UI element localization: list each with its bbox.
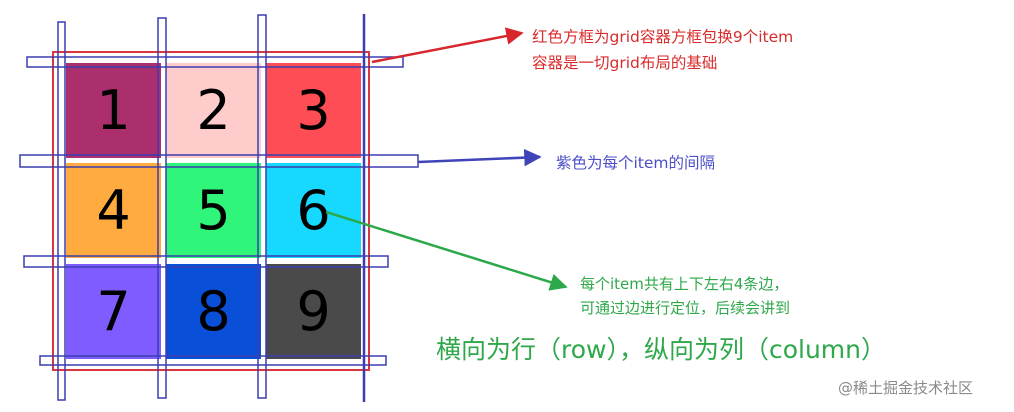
row-line-4 [39,355,387,366]
grid-item-label: 8 [196,279,231,343]
grid-item-label: 1 [96,78,131,142]
direction-note: 横向为行（row），纵向为列（column） [436,335,887,364]
grid-item-label: 6 [296,178,331,242]
grid-item-7: 7 [66,264,161,359]
watermark: @稀土掘金技术社区 [838,379,974,397]
edges-note: 每个item共有上下左右4条边， 可通过边进行定位，后续会讲到 [580,272,790,320]
grid-item-2: 2 [166,63,261,158]
row-line-1 [26,56,404,68]
grid-item-label: 9 [296,279,331,343]
edges-note-line-2: 可通过边进行定位，后续会讲到 [580,299,791,317]
grid-container-border [52,51,370,371]
container-note-line-1: 红色方框为grid容器方框包换9个item [532,28,794,46]
grid-item-5: 5 [166,163,261,258]
arrow-to-gap-note [417,148,542,167]
grid-item-label: 3 [296,78,331,142]
column-line-3 [257,14,267,399]
arrow-to-edges-note [325,210,568,291]
edges-note-line-1: 每个item共有上下左右4条边， [580,275,789,293]
column-line-2 [157,17,167,399]
grid-item-3: 3 [266,63,361,158]
grid-item-6: 6 [266,163,361,258]
arrow-to-container-note [371,27,524,64]
grid-item-1: 1 [66,63,161,158]
grid-item-label: 4 [96,178,131,242]
row-line-3 [23,255,389,268]
container-note-line-2: 容器是一切grid布局的基础 [532,54,718,72]
grid-item-label: 2 [196,78,231,142]
grid-item-9: 9 [266,264,361,359]
gap-note: 紫色为每个item的间隔 [556,154,716,172]
grid-item-8: 8 [166,264,261,359]
container-note: 红色方框为grid容器方框包换9个item 容器是一切grid布局的基础 [532,24,793,76]
grid-item-label: 5 [196,178,231,242]
grid-item-label: 7 [96,279,131,343]
column-line-1 [57,21,66,401]
row-line-2 [19,154,419,168]
grid-item-4: 4 [66,163,161,258]
